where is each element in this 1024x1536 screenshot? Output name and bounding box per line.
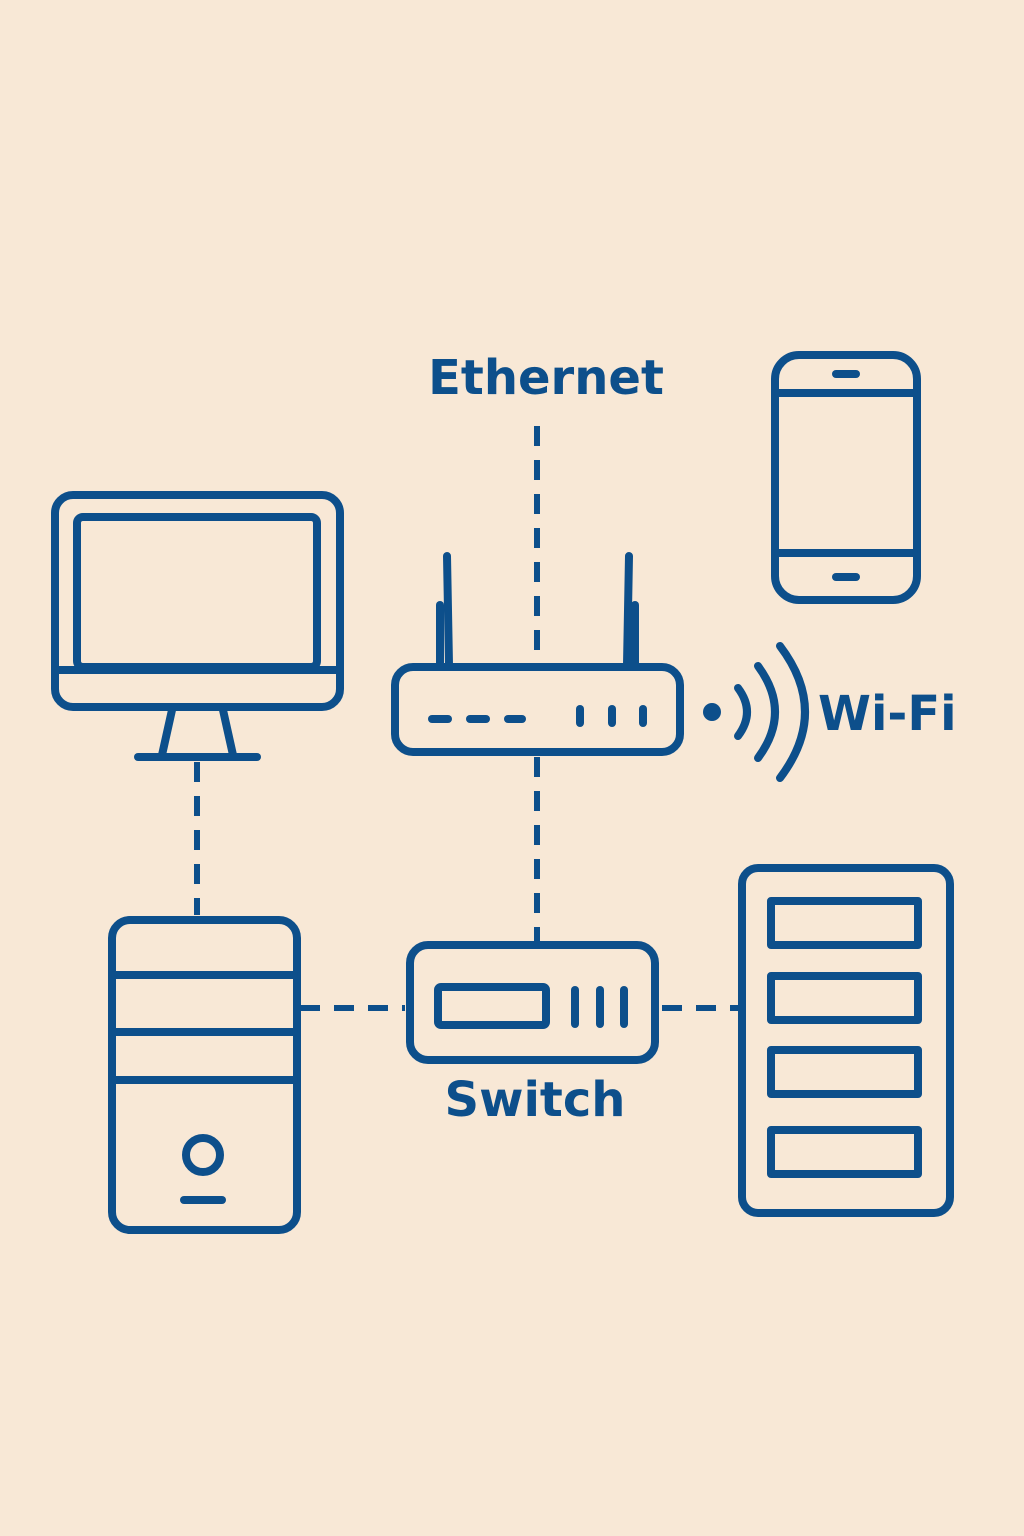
network-switch-icon <box>406 941 659 1064</box>
switch-label: Switch <box>445 1072 626 1128</box>
monitor-icon <box>51 491 344 761</box>
ethernet-label: Ethernet <box>428 350 664 406</box>
router-icon <box>391 552 684 756</box>
server-rack-icon <box>738 864 954 1217</box>
wifi-label: Wi-Fi <box>818 686 957 742</box>
desktop-tower-icon <box>108 916 301 1234</box>
wifi-signal-icon <box>703 642 809 782</box>
smartphone-icon <box>771 351 921 604</box>
